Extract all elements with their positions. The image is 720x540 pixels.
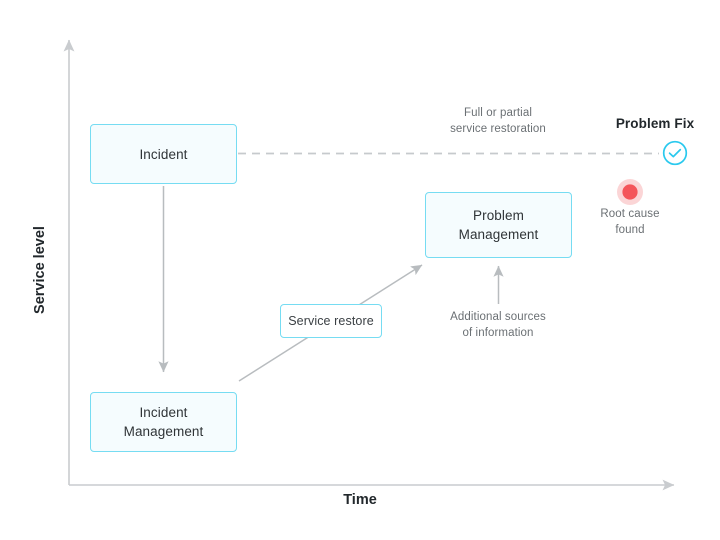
node-incident-label: Incident <box>139 146 188 162</box>
caption-service-restoration: Full or partial service restoration <box>398 105 598 137</box>
node-problem-management[interactable]: Problem Management <box>425 192 572 258</box>
label-problem-fix: Problem Fix <box>615 116 695 131</box>
node-incident-management-label: Incident Management <box>124 403 204 441</box>
caption-additional-sources-line2: of information <box>462 327 534 339</box>
axis-label-service-level: Service level <box>32 226 48 314</box>
caption-root-cause-found-line2: found <box>615 224 645 236</box>
caption-additional-sources-line1: Additional sources <box>450 311 546 323</box>
caption-root-cause-found: Root cause found <box>570 206 690 238</box>
node-service-restore[interactable]: Service restore <box>280 304 382 338</box>
caption-service-restoration-line1: Full or partial <box>464 107 532 119</box>
node-service-restore-label: Service restore <box>288 313 374 328</box>
node-problem-management-label: Problem Management <box>459 206 539 244</box>
node-incident-management[interactable]: Incident Management <box>90 392 237 452</box>
red-dot-icon-svg <box>617 179 643 205</box>
caption-root-cause-found-line1: Root cause <box>600 208 660 220</box>
caption-additional-sources: Additional sources of information <box>408 309 588 341</box>
red-dot-icon[interactable] <box>616 178 644 206</box>
node-incident[interactable]: Incident <box>90 124 237 184</box>
node-problem-management-label-line1: Problem <box>473 208 524 223</box>
node-incident-management-label-line2: Management <box>123 424 204 439</box>
caption-service-restoration-line2: service restoration <box>450 123 546 135</box>
check-circle-icon-svg <box>662 140 688 166</box>
axis-label-time: Time <box>343 492 377 508</box>
node-problem-management-label-line2: Management <box>458 227 539 242</box>
check-circle-icon[interactable] <box>662 140 688 166</box>
node-incident-management-label-line1: Incident <box>139 405 188 420</box>
